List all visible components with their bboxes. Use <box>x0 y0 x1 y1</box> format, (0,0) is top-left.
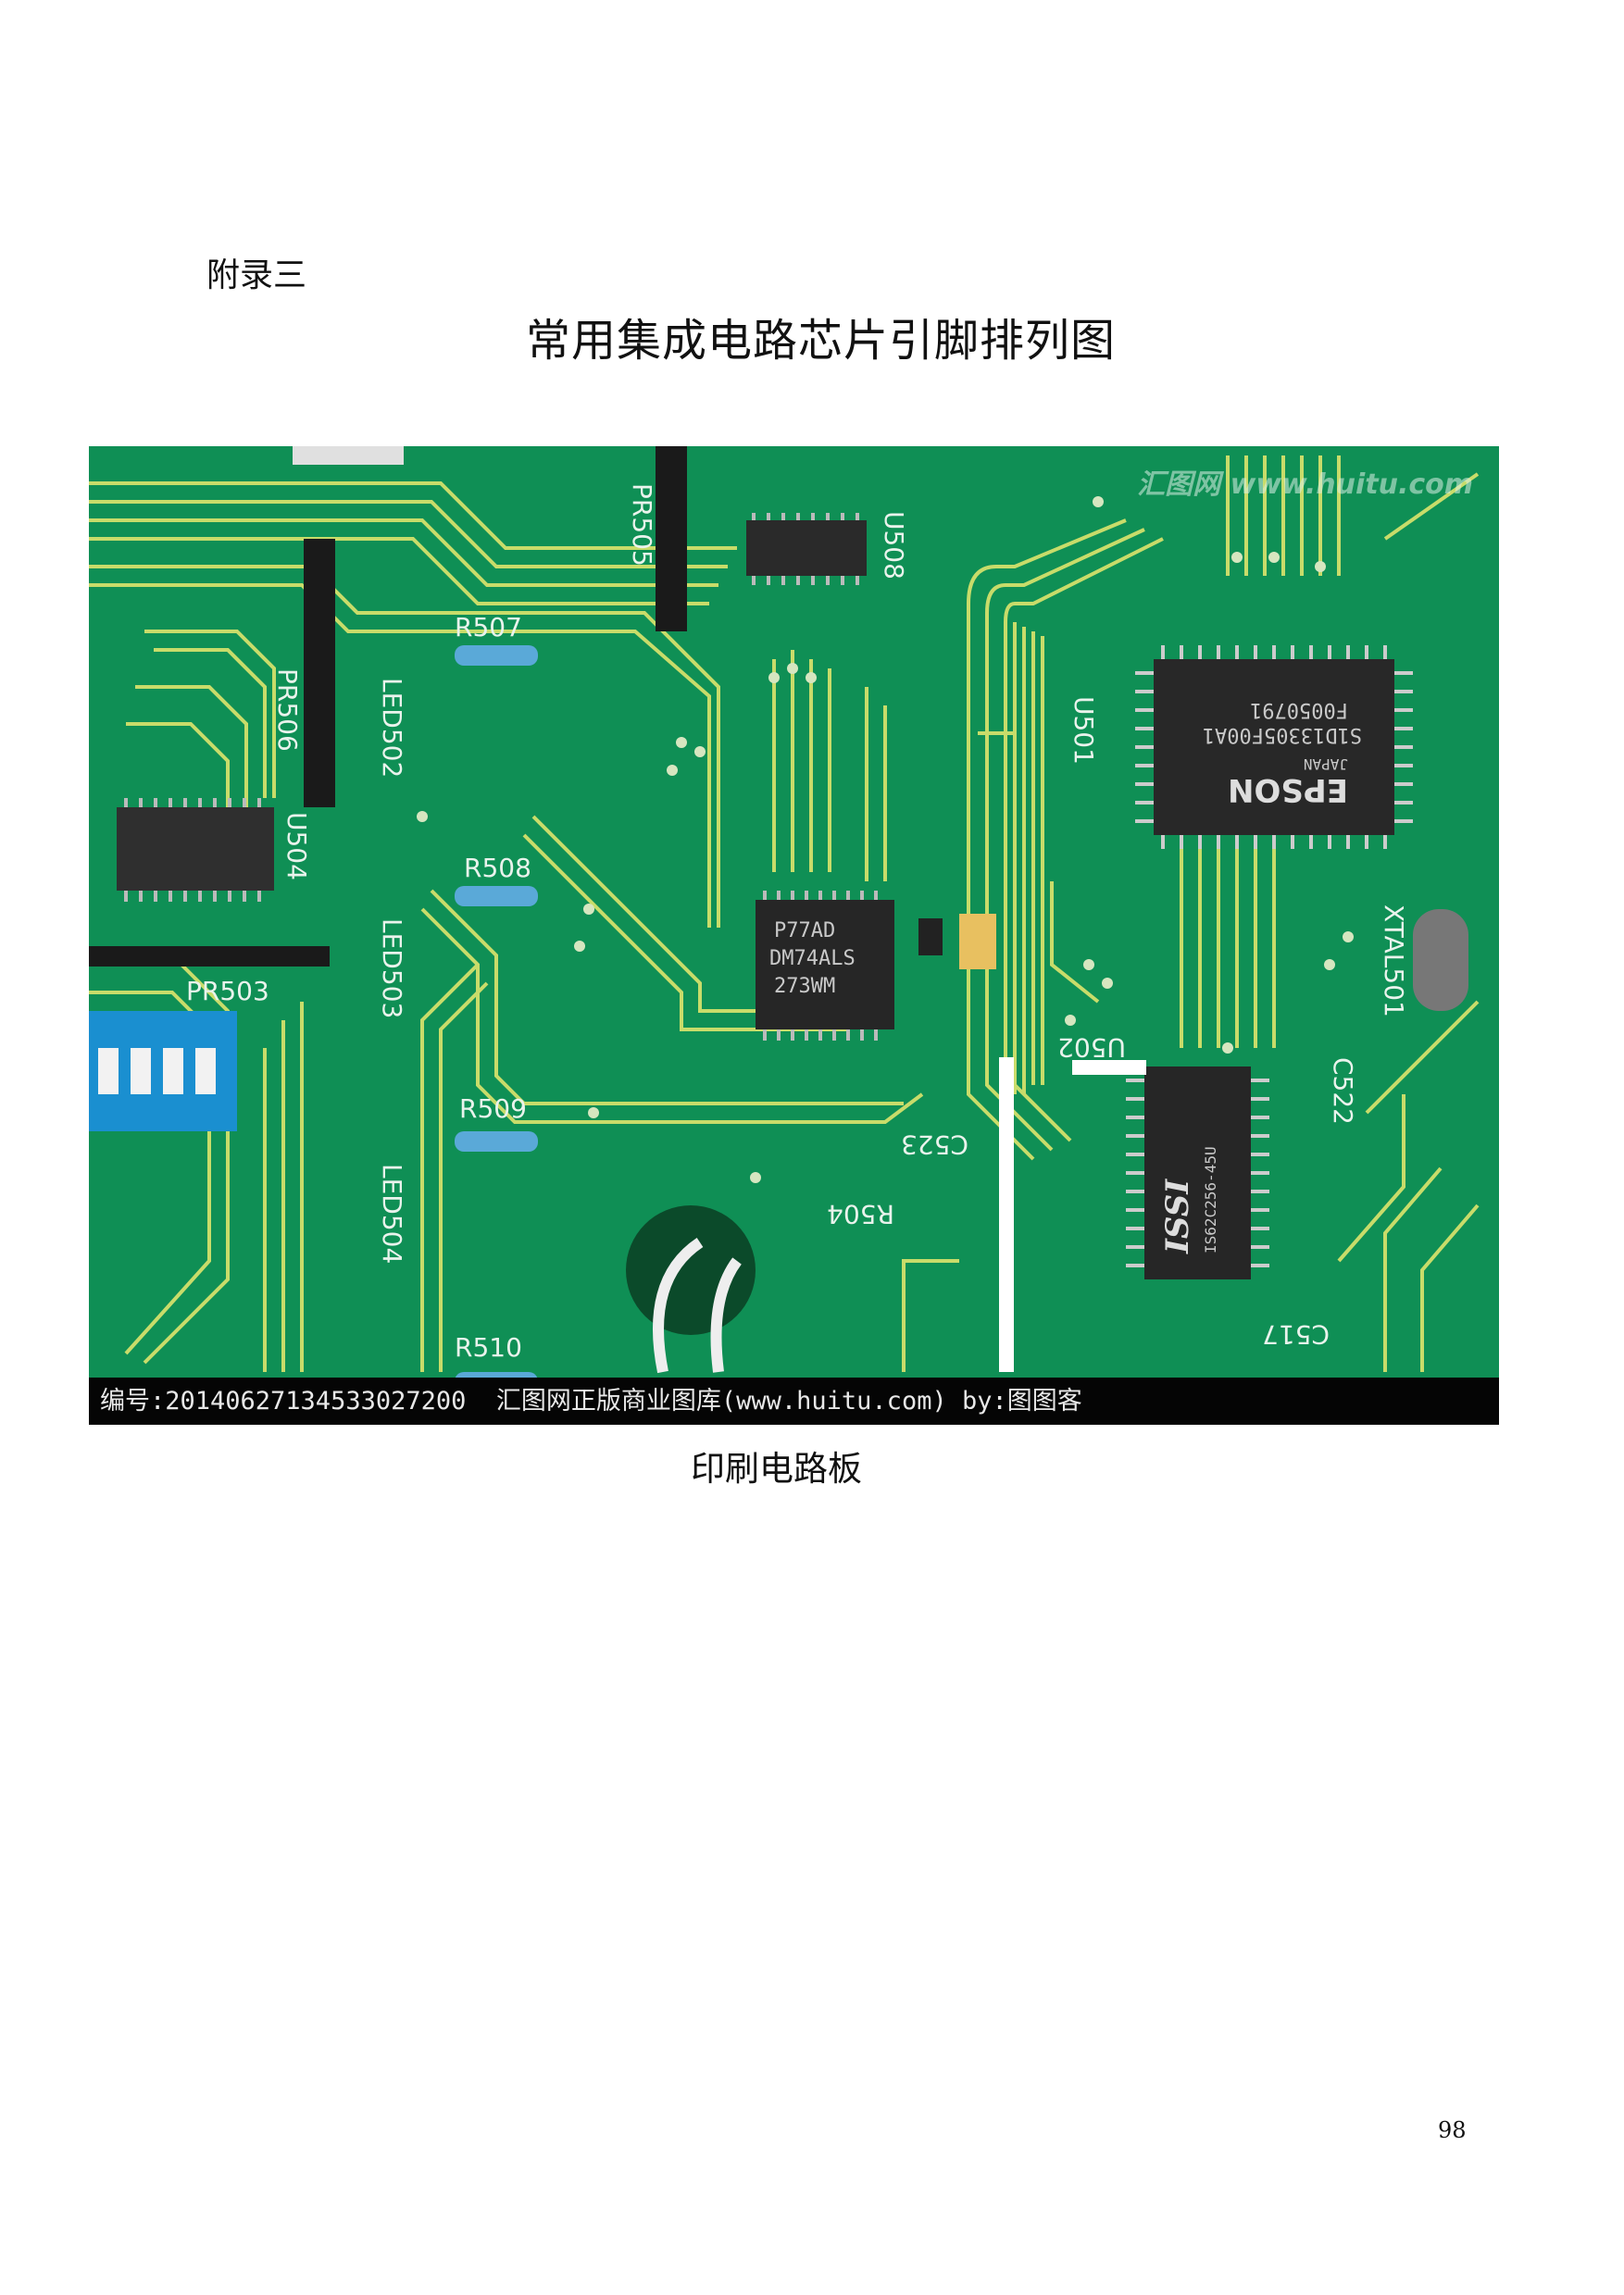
pcb-photo: P77AD DM74ALS 273WM EPSON JAPAN S1D13305… <box>89 446 1499 1425</box>
chip-label: ISSI <box>1159 1179 1196 1254</box>
chip-label: S1D13305F00A1 <box>1203 723 1362 746</box>
board-label: R508 <box>464 853 531 883</box>
board-label: PR503 <box>186 976 269 1006</box>
board-label: LED503 <box>377 918 407 1018</box>
board-label: XTAL501 <box>1379 904 1409 1017</box>
chip-label: JAPAN <box>1304 755 1348 773</box>
chip-label: F0050791 <box>1250 698 1348 721</box>
chip-dm74als273: P77AD DM74ALS 273WM <box>756 891 894 1041</box>
traces <box>89 455 1480 1372</box>
chip-u508 <box>746 513 867 585</box>
board-label: R507 <box>455 612 522 642</box>
crystal <box>1413 909 1468 1011</box>
board-label: PR505 <box>627 483 657 567</box>
page-number: 98 <box>1438 2117 1467 2143</box>
board-label: PR506 <box>272 668 303 752</box>
page-title: 常用集成电路芯片引脚排列图 <box>526 315 1117 367</box>
chip-issi: ISSI IS62C256-45U <box>1126 1066 1269 1279</box>
vias <box>417 496 1354 1183</box>
board-label: R509 <box>459 1093 527 1124</box>
chip-epson: EPSON JAPAN S1D13305F00A1 F0050791 <box>1135 645 1413 849</box>
board-label: R510 <box>455 1332 522 1363</box>
board-label: U508 <box>879 511 909 580</box>
watermark: 汇图网 www.huitu.com <box>1137 468 1473 501</box>
board-label: R504 <box>827 1199 894 1229</box>
board-label: C517 <box>1262 1319 1330 1350</box>
pcb-illustration: P77AD DM74ALS 273WM EPSON JAPAN S1D13305… <box>89 446 1480 1392</box>
image-id-banner: 编号:20140627134533027200 汇图网正版商业图库(www.hu… <box>89 1378 1499 1425</box>
chip-label: DM74ALS <box>769 947 856 970</box>
board-label: C523 <box>901 1129 968 1160</box>
board-label: LED502 <box>377 678 407 778</box>
board-label: U501 <box>1068 696 1099 765</box>
chip-label: P77AD <box>774 919 835 942</box>
chip-label: EPSON <box>1228 771 1348 808</box>
figure-caption: 印刷电路板 <box>691 1449 862 1489</box>
board-label: U502 <box>1057 1032 1126 1063</box>
board-label: LED504 <box>377 1164 407 1264</box>
chip-label: IS62C256-45U <box>1202 1146 1219 1254</box>
board-label: U504 <box>281 812 312 880</box>
appendix-label: 附录三 <box>206 256 307 294</box>
board-label: C522 <box>1328 1057 1358 1125</box>
chip-label: 273WM <box>774 975 835 998</box>
chip-u504 <box>117 798 274 902</box>
